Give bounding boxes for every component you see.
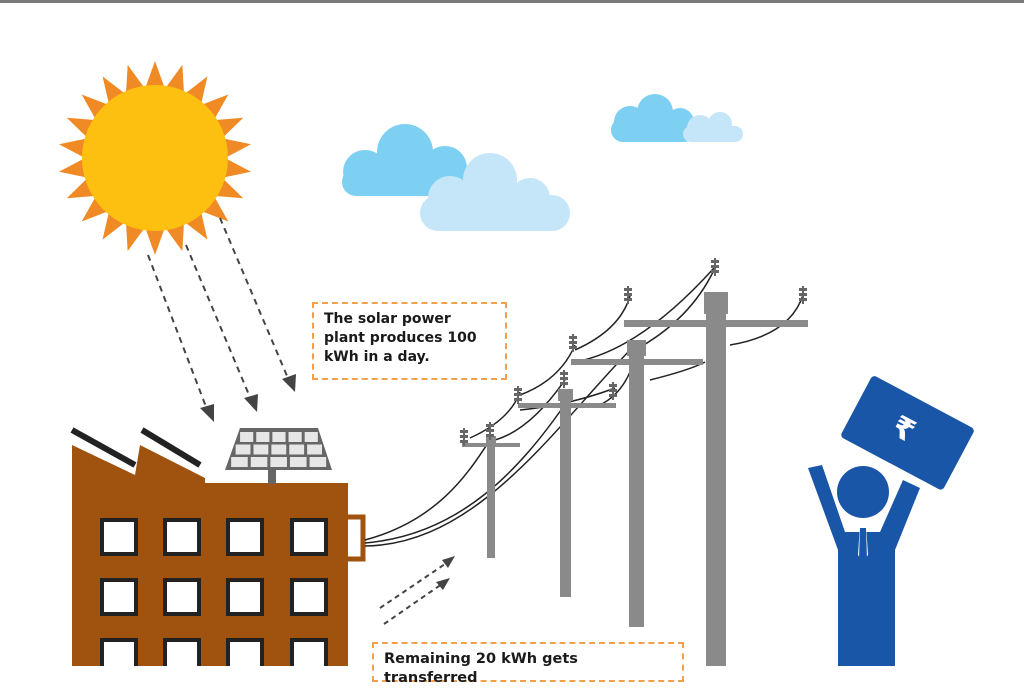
utility-poles: [462, 292, 808, 666]
window: [163, 638, 201, 666]
sun-icon: [58, 61, 252, 255]
top-border: [0, 0, 1024, 3]
solar-panel: [225, 428, 332, 484]
production-callout: The solar power plant produces 100 kWh i…: [312, 302, 507, 380]
window: [226, 518, 264, 556]
window: [226, 578, 264, 616]
illustration: [58, 61, 974, 666]
window: [163, 578, 201, 616]
window: [100, 578, 138, 616]
cloud-icon: [683, 112, 743, 142]
window: [100, 518, 138, 556]
cloud-icon: [611, 94, 696, 142]
window: [290, 638, 328, 666]
sunlight-arrows: [147, 217, 291, 413]
cloud-icon: [420, 153, 570, 231]
transfer-arrows: [379, 561, 449, 625]
arrow-heads: [200, 374, 455, 590]
window: [290, 518, 328, 556]
window: [163, 518, 201, 556]
window: [100, 638, 138, 666]
window: [226, 638, 264, 666]
insulators: [460, 258, 807, 446]
cloud-icon: [342, 124, 472, 196]
transfer-callout: Remaining 20 kWh gets transferred: [372, 642, 684, 686]
person-holding-bill: [808, 376, 974, 666]
window: [290, 578, 328, 616]
factory-building: [70, 427, 366, 666]
